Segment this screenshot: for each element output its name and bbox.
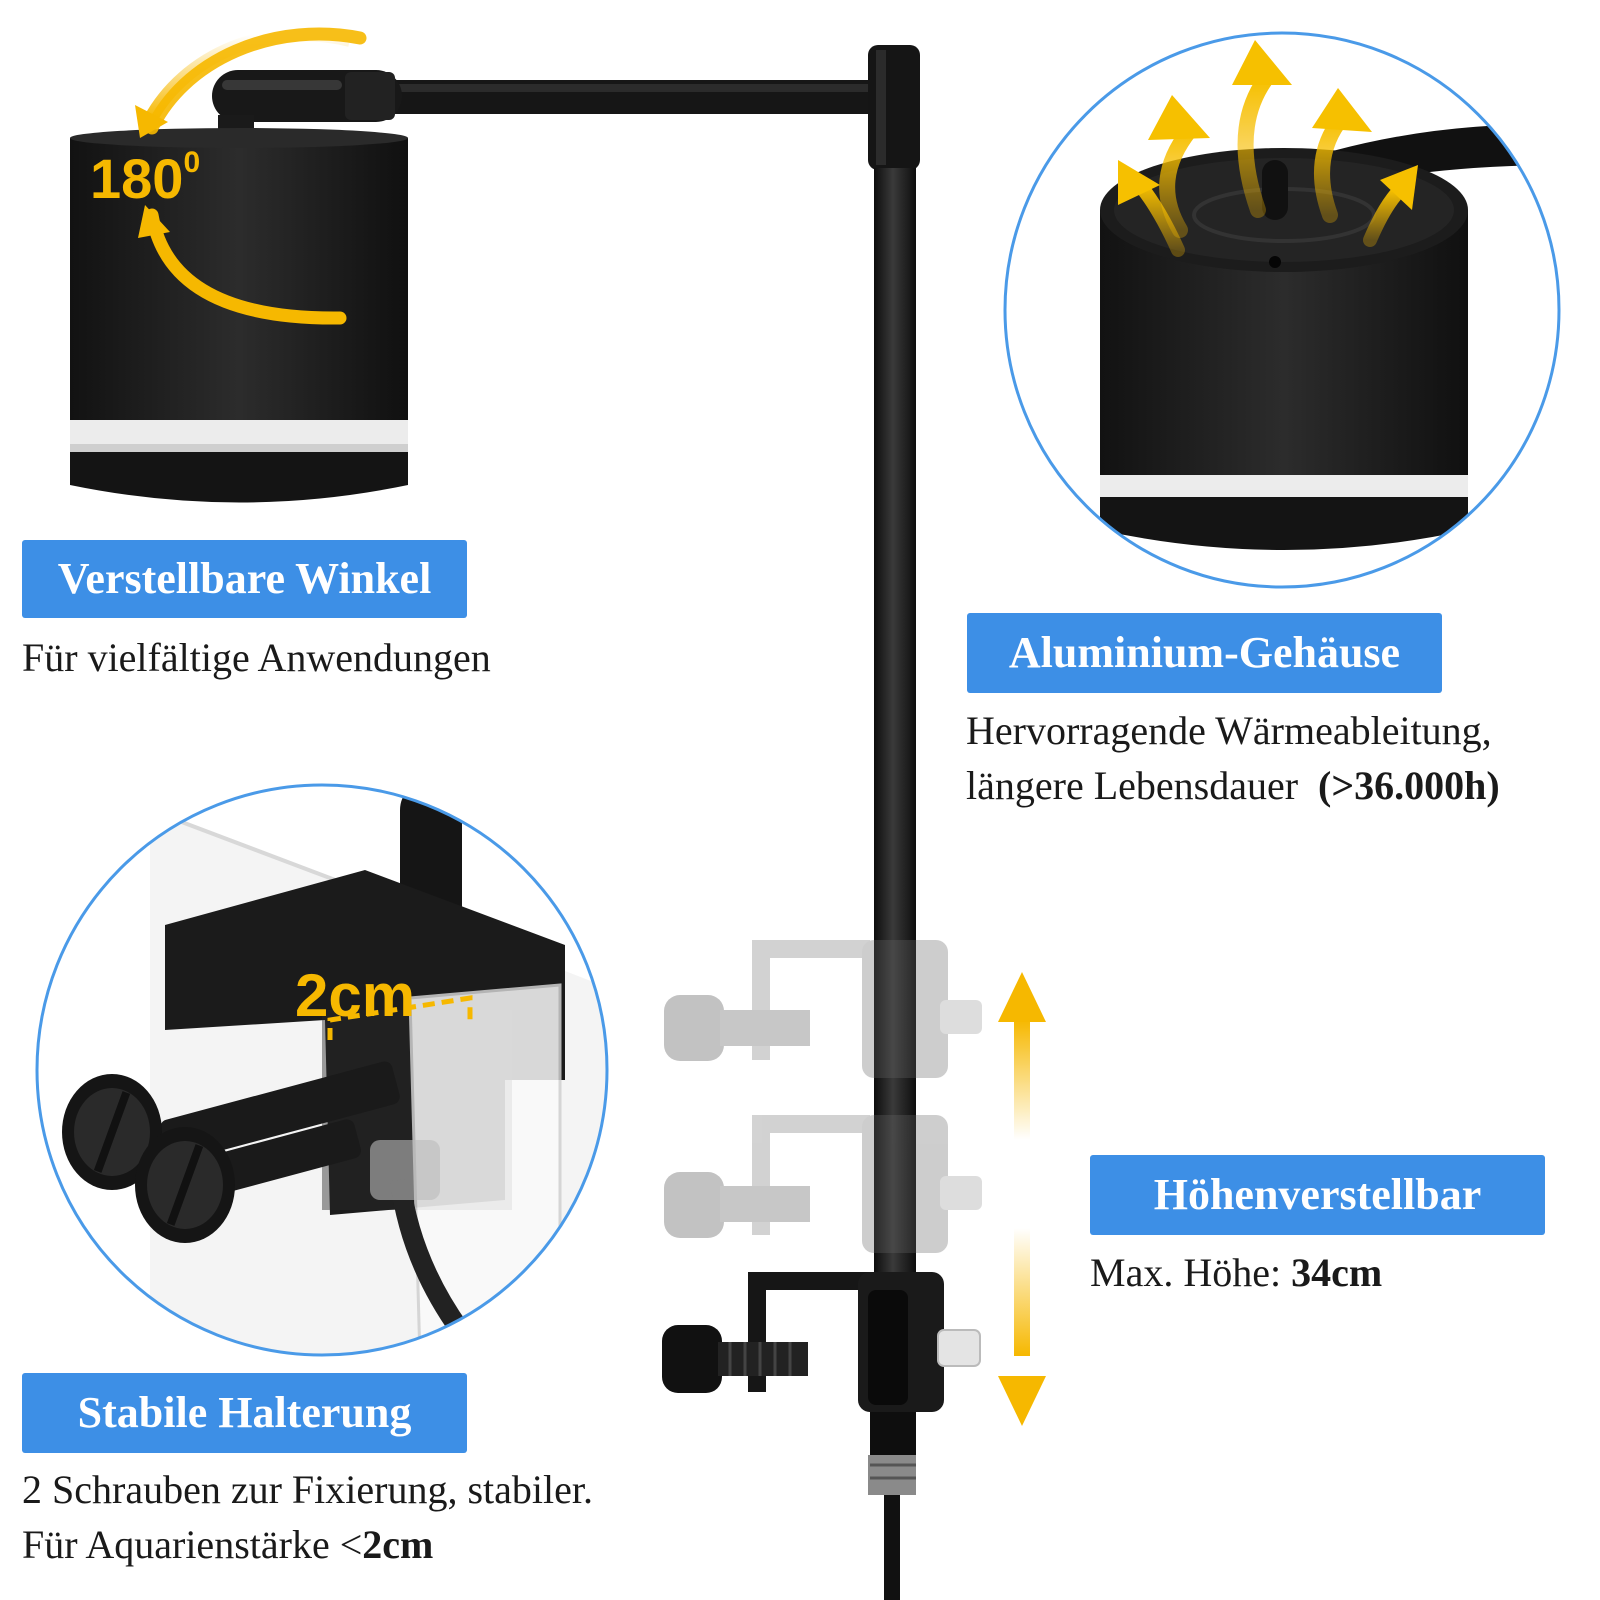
clamp-ghost-top xyxy=(664,940,982,1078)
feature-desc-mount-line1: 2 Schrauben zur Fixierung, stabiler. xyxy=(22,1467,593,1512)
thickness-value: 2cm xyxy=(362,1522,434,1567)
height-value: 34cm xyxy=(1291,1250,1383,1295)
feature-desc-mount-line2: Für Aquarienstärke <2cm xyxy=(22,1522,434,1567)
lifetime-value: (>36.000h) xyxy=(1318,763,1500,808)
heat-arrows-icon xyxy=(1118,40,1418,257)
zoom-circle-housing xyxy=(1003,31,1561,589)
feature-badge-housing: Aluminium-Gehäuse xyxy=(967,613,1442,693)
zoom-circle-clamp: 2cm xyxy=(35,783,609,1357)
lamp-pole xyxy=(868,45,920,1600)
feature-desc-height: Max. Höhe: 34cm xyxy=(1090,1250,1383,1295)
feature-desc-mount: 2 Schrauben zur Fixierung, stabiler. Für… xyxy=(22,1462,593,1572)
feature-desc-housing: Hervorragende Wärmeableitung, längere Le… xyxy=(966,703,1500,813)
clamp xyxy=(662,1272,981,1412)
feature-desc-housing-line2: längere Lebensdauer (>36.000h) xyxy=(966,763,1500,808)
feature-badge-mount: Stabile Halterung xyxy=(22,1373,467,1453)
feature-badge-angle: Verstellbare Winkel xyxy=(22,540,467,618)
clamp-width-label: 2cm xyxy=(295,962,415,1029)
feature-desc-housing-line1: Hervorragende Wärmeableitung, xyxy=(966,708,1492,753)
feature-badge-height: Höhenverstellbar xyxy=(1090,1155,1545,1235)
feature-desc-angle: Für vielfältige Anwendungen xyxy=(22,635,491,680)
height-arrow-icon xyxy=(998,972,1046,1426)
clamp-ghost-middle xyxy=(664,1115,982,1253)
rotation-label: 1800 xyxy=(90,146,200,210)
rotation-arrow-icon: 1800 xyxy=(90,27,367,325)
